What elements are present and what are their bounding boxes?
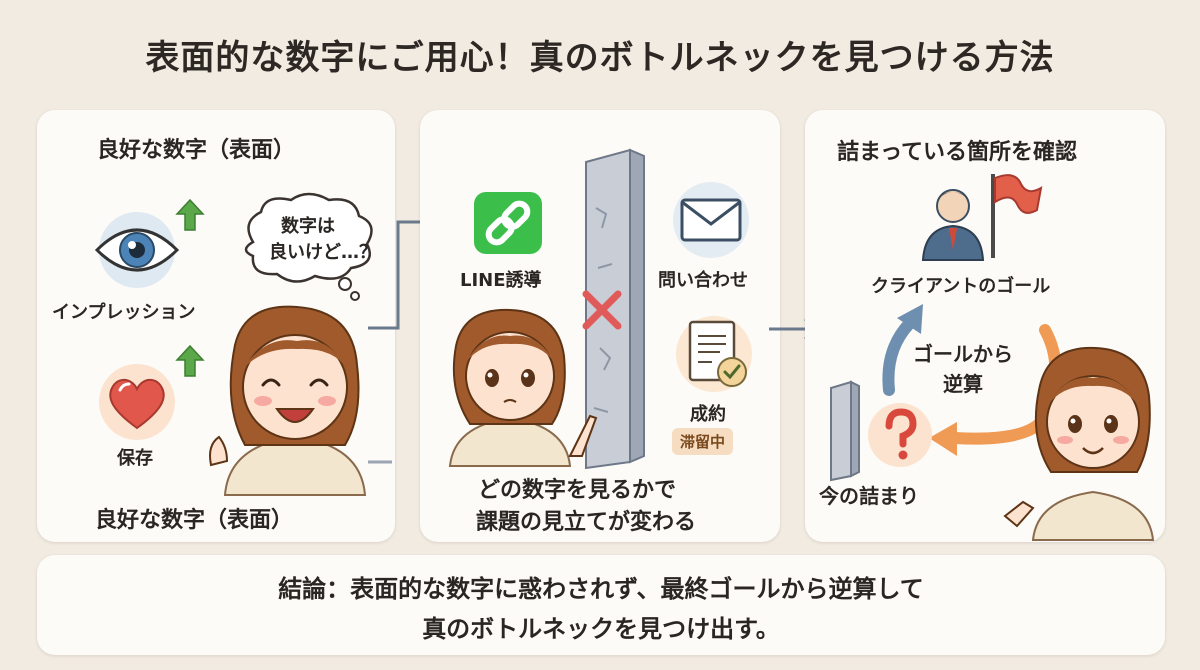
goal-flag-icon [991, 174, 1043, 258]
conclusion-line1: 結論：表面的な数字に惑わされず、最終ゴールから逆算して [278, 575, 924, 603]
reverse-calc-line1: ゴールから [913, 342, 1013, 366]
conclusion-banner: 結論：表面的な数字に惑わされず、最終ゴールから逆算して 真のボトルネックを見つけ… [37, 555, 1165, 655]
panel-funnel-wall: LINE誘導 問い合わせ 成約 滞留中 どの数字を見るかで [420, 110, 780, 542]
inquiry-label: 問い合わせ [658, 270, 748, 291]
caption-line1: どの数字を見るかで [478, 478, 677, 503]
stalled-badge: 滞留中 [672, 428, 734, 455]
metric-saves-label: 保存 [117, 448, 153, 469]
page-title: 表面的な数字にご用心！真のボトルネックを見つける方法 [145, 38, 1055, 78]
current-block-label: 今の詰まり [819, 484, 919, 508]
metric-impressions-label: インプレッション [52, 302, 196, 323]
heading-find-blockage: 詰まっている箇所を確認 [837, 140, 1078, 165]
wall-illustration [585, 148, 645, 470]
girl-happy-illustration [209, 305, 367, 496]
mail-icon [673, 182, 749, 258]
panel-surface-numbers: 良好な数字（表面） インプレッション 保存 数字は 良いけど…？ [37, 110, 395, 542]
arrow-up-icon [175, 344, 205, 377]
small-wall-icon [830, 380, 860, 482]
arrow-up-icon [175, 198, 205, 231]
thought-bubble-line1: 数字は [281, 216, 335, 237]
cross-mark-icon [582, 290, 622, 330]
question-mark-icon [868, 403, 932, 467]
eye-icon [94, 212, 180, 288]
conversion-label: 成約 [690, 404, 726, 425]
panel-find-bottleneck: 詰まっている箇所を確認 クライアントのゴール ゴールから 逆算 今の詰まり [805, 110, 1165, 542]
thought-bubble-line2: 良いけど…？ [269, 242, 377, 263]
reverse-calc-line2: 逆算 [943, 372, 983, 396]
heart-icon [99, 364, 175, 440]
link-chain-icon [474, 192, 542, 254]
thought-bubble [244, 192, 373, 301]
heading-good-numbers-bottom: 良好な数字（表面） [95, 508, 294, 533]
conclusion-line2: 真のボトルネックを見つけ出す。 [422, 615, 780, 643]
contract-document-icon [676, 316, 752, 392]
girl-smiling-illustration [1003, 346, 1155, 541]
girl-pointing-illustration [448, 308, 598, 467]
client-person-icon [921, 189, 985, 261]
line-label: LINE誘導 [460, 270, 542, 291]
heading-good-numbers-top: 良好な数字（表面） [97, 138, 296, 163]
caption-line2: 課題の見立てが変わる [476, 510, 697, 535]
client-goal-label: クライアントのゴール [871, 276, 1051, 297]
